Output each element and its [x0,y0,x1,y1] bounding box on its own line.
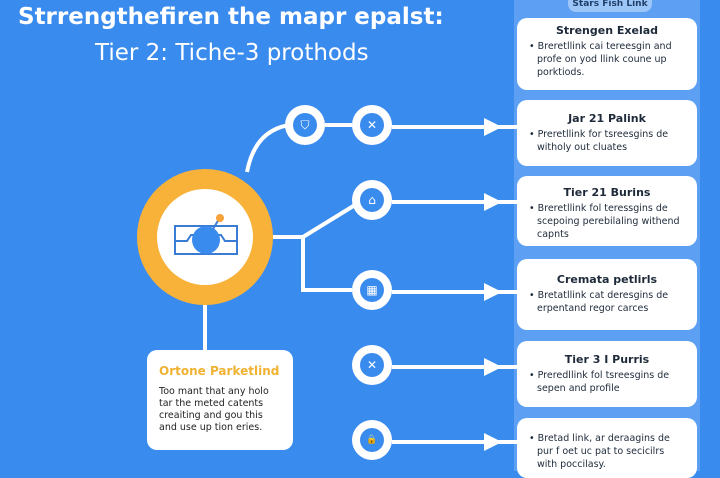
card-title: Tier 3 I Purris [564,353,650,366]
cross-tools-icon: ✕ [360,113,384,137]
card-text: Bretad link, ar deraagins de pur f oet u… [527,432,687,471]
connector-hub-node1 [245,123,291,173]
node-3[interactable]: ⌂ [352,180,392,220]
panel-label: Stars Fish Link [568,0,652,12]
page-subtitle: Tier 2: Tiche-3 prothods [95,40,369,66]
bucket-icon: ⛉ [293,113,317,137]
card-title: Cremata petlirls [556,273,658,286]
connector-hub-node3 [273,203,357,239]
card-4[interactable]: Cremata petlirls Bretatllink cat deresgi… [517,259,697,330]
card-text: Preredllink fol tsreesgins de sepen and … [527,369,687,395]
map-device-icon [174,214,238,255]
node-1[interactable]: ⛉ [285,105,325,145]
card-3[interactable]: Tier 21 Burins Breretllink fol teressgin… [517,176,697,246]
card-text: Breretllink cai tereesgin and profe on y… [527,40,687,79]
page-title: Strrengthefiren the mapr epalst: [18,4,444,30]
connector-hub-node4 [301,237,352,292]
card-2[interactable]: Jar 21 Palink Preretllink for tsreesgins… [517,100,697,166]
central-hub[interactable] [137,169,273,305]
card-title: Strengen Exelad [555,24,659,37]
arrowhead-5 [484,433,502,451]
node-6[interactable]: 🔒 [352,420,392,460]
building-icon: ▦ [360,278,384,302]
arrowhead-1 [484,118,502,136]
card-1[interactable]: Strengen Exelad Breretllink cai tereesgi… [517,18,697,90]
card-5[interactable]: Tier 3 I Purris Preredllink fol tsreesgi… [517,341,697,407]
card-title: Tier 21 Burins [563,186,651,199]
arrowhead-4 [484,358,502,376]
node-4[interactable]: ▦ [352,270,392,310]
card-text: Bretatllink cat deresgins de erpentand r… [527,289,687,315]
bag-icon: ⌂ [360,188,384,212]
card-6[interactable]: Bretad link, ar deraagins de pur f oet u… [517,418,697,478]
info-box: Ortone Parketlind Too mant that any holo… [147,350,293,450]
tools-icon: ✕ [360,353,384,377]
node-5[interactable]: ✕ [352,345,392,385]
card-text: Breretllink fol teressgins de scepoing p… [527,202,687,241]
card-title: Jar 21 Palink [568,112,646,125]
node-2[interactable]: ✕ [352,105,392,145]
card-text: Preretllink for tsreesgins de witholy ou… [527,128,687,154]
lock-icon: 🔒 [360,428,384,452]
info-box-text: Too mant that any holo tar the meted cat… [159,386,269,433]
arrowhead-3 [484,283,502,301]
info-box-title: Ortone Parketlind [159,364,280,378]
arrowhead-2 [484,193,502,211]
